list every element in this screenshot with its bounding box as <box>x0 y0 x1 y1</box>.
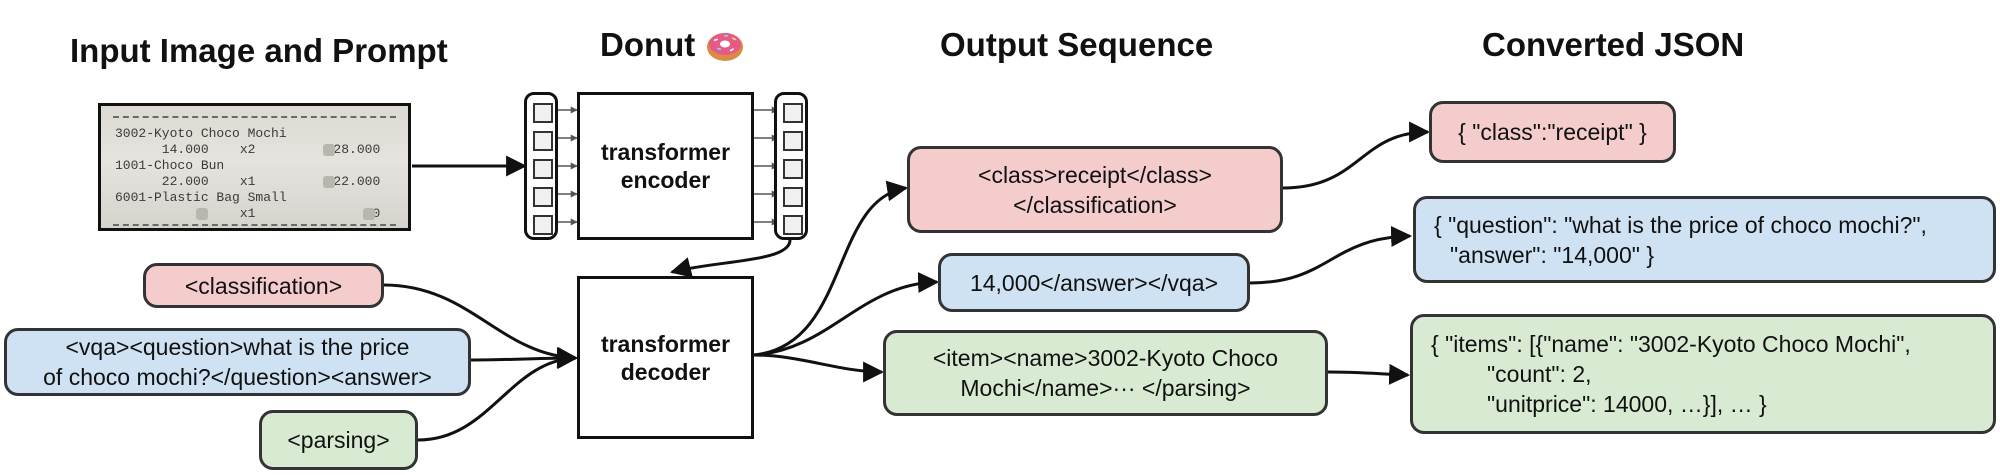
prompt-vqa-line2: of choco mochi?</question><answer> <box>43 364 432 390</box>
arrow-vqa-output-to-json <box>1249 225 1413 285</box>
arrow-classification-to-decoder <box>383 283 579 368</box>
receipt-line: 22.000 x1 22.000 <box>115 174 381 189</box>
heading-converted-json: Converted JSON <box>1482 26 1745 63</box>
encoder-label-line2: encoder <box>620 167 711 193</box>
heading-output-sequence: Output Sequence <box>940 26 1214 63</box>
output-parse-line2: Mochi</name>··· </parsing> <box>960 375 1251 401</box>
token-cell <box>783 103 803 123</box>
prompt-vqa: <vqa><question>what is the price of choc… <box>4 328 471 396</box>
encoder-output-tokens <box>774 92 808 240</box>
receipt-line: 6001-Plastic Bag Small <box>115 190 287 205</box>
decoder-label-line1: transformer <box>600 330 731 357</box>
heading-input-image-and-prompt: Input Image and Prompt <box>70 32 448 69</box>
json-classification: { "class":"receipt" } <box>1429 101 1676 163</box>
prompt-parsing-text: <parsing> <box>287 427 390 453</box>
json-vqa-line1: { "question": "what is the price of choc… <box>1434 211 1927 238</box>
output-vqa-text: 14,000</answer></vqa> <box>969 269 1219 296</box>
json-parsing: { "items": [{"name": "3002-Kyoto Choco M… <box>1410 314 1996 434</box>
arrow-parsing-to-decoder <box>417 348 579 442</box>
json-vqa-line2: "answer": "14,000" } <box>1450 241 1655 268</box>
token-cell <box>783 215 803 235</box>
receipt-blur <box>323 144 335 156</box>
token-cell <box>533 131 553 151</box>
token-cell <box>533 159 553 179</box>
receipt-blur <box>196 208 208 220</box>
token-cell <box>783 187 803 207</box>
receipt-image: 3002-Kyoto Choco Mochi 14.000 x2 28.000 … <box>98 103 411 231</box>
output-class-line1: <class>receipt</class> <box>978 161 1212 188</box>
arrow-class-output-to-json <box>1282 121 1431 190</box>
transformer-encoder: transformer encoder <box>577 92 754 240</box>
arrow-encoder-to-decoder <box>669 239 792 278</box>
prompt-classification-text: <classification> <box>184 272 343 299</box>
heading-donut-label: Donut <box>600 26 696 63</box>
output-vqa: 14,000</answer></vqa> <box>938 253 1250 312</box>
prompt-vqa-line1: <vqa><question>what is the price <box>65 334 410 360</box>
receipt-dashed-line-bottom <box>113 224 396 226</box>
arrow-decoder-to-parse-output <box>753 353 885 383</box>
json-items-line3: "unitprice": 14000, …}], … } <box>1487 391 1767 417</box>
encoder-input-tokens <box>524 92 558 240</box>
json-vqa: { "question": "what is the price of choc… <box>1413 196 1996 283</box>
token-cell <box>533 187 553 207</box>
receipt-dashed-line-top <box>113 116 396 118</box>
output-parse-line1: <item><name>3002-Kyoto Choco <box>932 345 1279 371</box>
json-items-line2: "count": 2, <box>1487 361 1592 387</box>
json-items-line1: { "items": [{"name": "3002-Kyoto Choco M… <box>1431 331 1911 357</box>
json-class-text: { "class":"receipt" } <box>1458 119 1647 145</box>
heading-donut: Donut <box>600 26 745 64</box>
output-class-line2: </classification> <box>1013 191 1177 218</box>
token-cell <box>533 215 553 235</box>
decoder-label-line2: decoder <box>620 358 711 385</box>
receipt-line: 14.000 x2 28.000 <box>115 142 381 157</box>
arrow-parse-output-to-json <box>1327 363 1411 385</box>
prompt-classification: <classification> <box>143 263 384 308</box>
receipt-line: 1001-Choco Bun <box>115 158 225 173</box>
token-cell <box>783 159 803 179</box>
receipt-blur <box>323 176 335 188</box>
encoder-label-line1: transformer <box>600 139 731 165</box>
receipt-blur <box>363 208 375 220</box>
token-cell <box>783 131 803 151</box>
receipt-line: 3002-Kyoto Choco Mochi <box>115 126 287 141</box>
prompt-parsing: <parsing> <box>259 410 418 470</box>
arrow-decoder-to-class-output <box>753 180 909 357</box>
output-classification: <class>receipt</class> </classification> <box>907 146 1283 233</box>
output-parsing: <item><name>3002-Kyoto Choco Mochi</name… <box>883 330 1328 416</box>
token-cell <box>533 103 553 123</box>
donut-icon <box>707 33 744 61</box>
arrow-decoder-to-vqa-output <box>753 272 940 357</box>
transformer-decoder: transformer decoder <box>577 276 754 439</box>
